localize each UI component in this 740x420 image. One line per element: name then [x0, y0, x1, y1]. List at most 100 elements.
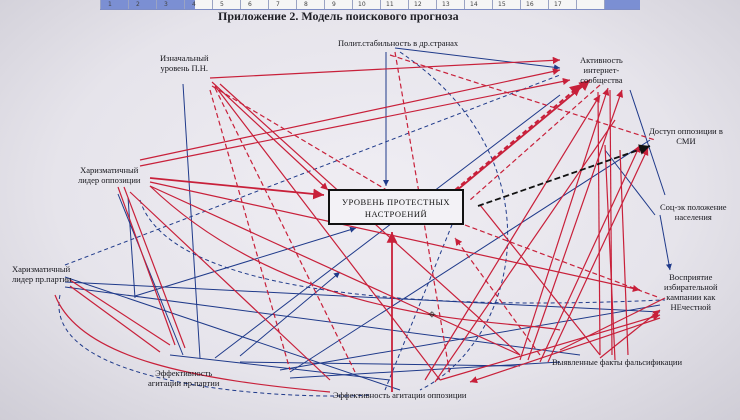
node-election-perception-line2: избирательной — [664, 282, 718, 292]
document-title: Приложение 2. Модель поискового прогноза — [218, 9, 459, 23]
link-fraud-perception-2 — [559, 297, 666, 351]
link-initial-center — [211, 81, 329, 191]
link-initial-opp-dashed-2 — [214, 87, 356, 373]
link-charisma-partyagit-1 — [117, 186, 176, 346]
ruler-label: 3 — [164, 1, 168, 8]
link-initial-oppagit — [214, 85, 441, 381]
link-charisma-party-agitation — [117, 193, 184, 356]
node-socio-economic-line2: населения — [674, 212, 712, 222]
node-opposition-agitation: Эффективность агитации оппозиции — [333, 390, 467, 400]
link-oppagit-internet — [424, 94, 601, 381]
link-internet-fraud — [597, 91, 601, 356]
node-protest-level: УРОВЕНЬ ПРОТЕСТНЫХ НАСТРОЕНИЙ — [328, 189, 464, 225]
link-center-perception-dashed — [464, 224, 661, 299]
link-partyleader-opp-agitation — [64, 276, 401, 391]
mouse-cursor-icon: ⌖ — [428, 308, 436, 323]
link-perception-oppagit — [469, 317, 661, 384]
node-internet-activity-line3: сообщества — [580, 75, 623, 85]
ruler-right-margin — [605, 0, 640, 9]
ruler-label: 14 — [470, 1, 478, 8]
node-election-perception-line3: кампании как — [666, 292, 716, 302]
node-charismatic-party-line2: лидер пр.партии — [12, 274, 72, 284]
document-ruler[interactable]: 1 2 3 4 5 6 7 8 9 10 11 12 13 14 15 16 1… — [100, 0, 640, 10]
node-internet-activity-line1: Активность — [580, 55, 623, 65]
link-partyleader-center — [134, 226, 357, 297]
link-charisma-perception-dashed — [139, 199, 666, 304]
link-charisma-oppagit — [129, 191, 331, 381]
node-initial-level-line1: Изначальный — [160, 53, 209, 63]
link-initial-oppagit-dashed — [209, 89, 291, 371]
ruler-label: 7 — [276, 1, 280, 8]
link-party-opp-agitation — [169, 354, 391, 381]
node-fraud-facts: Выявленные факты фальсификации — [552, 357, 683, 367]
node-charismatic-party: Харизматичный лидер пр.партии — [12, 264, 71, 284]
link-soc-perception — [659, 214, 672, 271]
link-partyleader-curve — [54, 294, 331, 393]
node-opposition-media: Доступ оппозиции в СМИ — [649, 126, 723, 146]
ruler-label: 1 — [108, 1, 112, 8]
link-internet-soc — [629, 89, 666, 196]
link-media-fraud — [604, 144, 616, 361]
blue-links — [64, 47, 672, 391]
node-election-perception-line4: НЕчестной — [670, 302, 711, 312]
ruler-label: 16 — [526, 1, 534, 8]
link-media-fraud-2 — [619, 149, 629, 356]
ruler-label: 17 — [554, 1, 562, 8]
node-charismatic-opposition-line2: лидер оппозиции — [78, 175, 141, 185]
link-fraud-media-1 — [539, 144, 641, 363]
node-initial-level: Изначальный уровень П.Н. — [160, 53, 209, 73]
ruler-label: 2 — [136, 1, 140, 8]
link-partyagit-center — [239, 271, 341, 357]
link-polit-oppagit-dashed — [399, 51, 509, 391]
link-fraud-internet-1 — [519, 87, 610, 361]
node-charismatic-opposition-line1: Харизматичный — [80, 165, 139, 175]
link-partyagit-internet — [214, 94, 561, 359]
link-oppagit-perception-red — [439, 313, 661, 381]
node-election-perception: Восприятие избирательной кампании как НЕ… — [664, 272, 718, 312]
link-initial-center-dashed — [211, 85, 401, 199]
node-charismatic-opposition: Харизматичный лидер оппозиции — [78, 165, 140, 185]
link-fraud-center-dashed — [454, 237, 541, 356]
ruler-label: 5 — [220, 1, 224, 8]
node-protest-level-line1: УРОВЕНЬ ПРОТЕСТНЫХ — [341, 197, 451, 207]
link-polit-media-dashed — [389, 54, 656, 141]
link-oppagit-media-red — [434, 119, 616, 383]
link-charisma-internet-2 — [139, 77, 571, 167]
red-links — [54, 56, 666, 393]
ruler-ticks — [100, 0, 640, 9]
link-initial-internet — [209, 56, 561, 79]
ruler-label: 8 — [304, 1, 308, 8]
ruler-label: 4 — [192, 1, 196, 8]
ruler-label: 13 — [442, 1, 450, 8]
link-charisma-down — [127, 196, 136, 299]
link-media-soc — [604, 149, 656, 216]
node-initial-level-line2: уровень П.Н. — [160, 63, 209, 73]
link-partyleader-internet-dashed — [64, 74, 561, 266]
ruler-label: 12 — [414, 1, 422, 8]
link-partyleader-partyagit — [69, 279, 171, 346]
node-protest-level-line2: НАСТРОЕНИЙ — [364, 209, 428, 219]
link-partyleader-loop-dashed — [58, 294, 371, 397]
link-partyagit-fraud — [239, 361, 521, 367]
node-party-agitation-line2: агитации пр.партии — [148, 378, 220, 388]
link-charisma-curve — [149, 185, 561, 331]
link-center-internet-dashed — [454, 83, 583, 191]
link-internet-fraud-2 — [609, 89, 613, 356]
link-polit-internet — [394, 47, 561, 71]
link-fraud-internet-2 — [527, 89, 624, 361]
node-socio-economic-line1: Соц-эк положение — [660, 202, 727, 212]
node-internet-activity: Активность интернет- сообщества — [580, 55, 623, 85]
link-center-fraud — [479, 204, 601, 356]
link-center-internet — [449, 79, 591, 197]
node-opposition-media-line1: Доступ оппозиции в — [649, 126, 723, 136]
link-charisma-internet-1 — [139, 67, 561, 161]
link-oppagit-fraud — [289, 361, 561, 379]
ruler-label: 11 — [386, 1, 394, 8]
link-internet-center-dashed — [469, 84, 601, 201]
ruler-label: 9 — [332, 1, 336, 8]
link-fraud-media-2 — [547, 147, 649, 363]
node-party-agitation: Эффективность агитации пр.партии — [148, 368, 219, 388]
ruler-label: 10 — [358, 1, 366, 8]
node-socio-economic: Соц-эк положение населения — [660, 202, 727, 222]
